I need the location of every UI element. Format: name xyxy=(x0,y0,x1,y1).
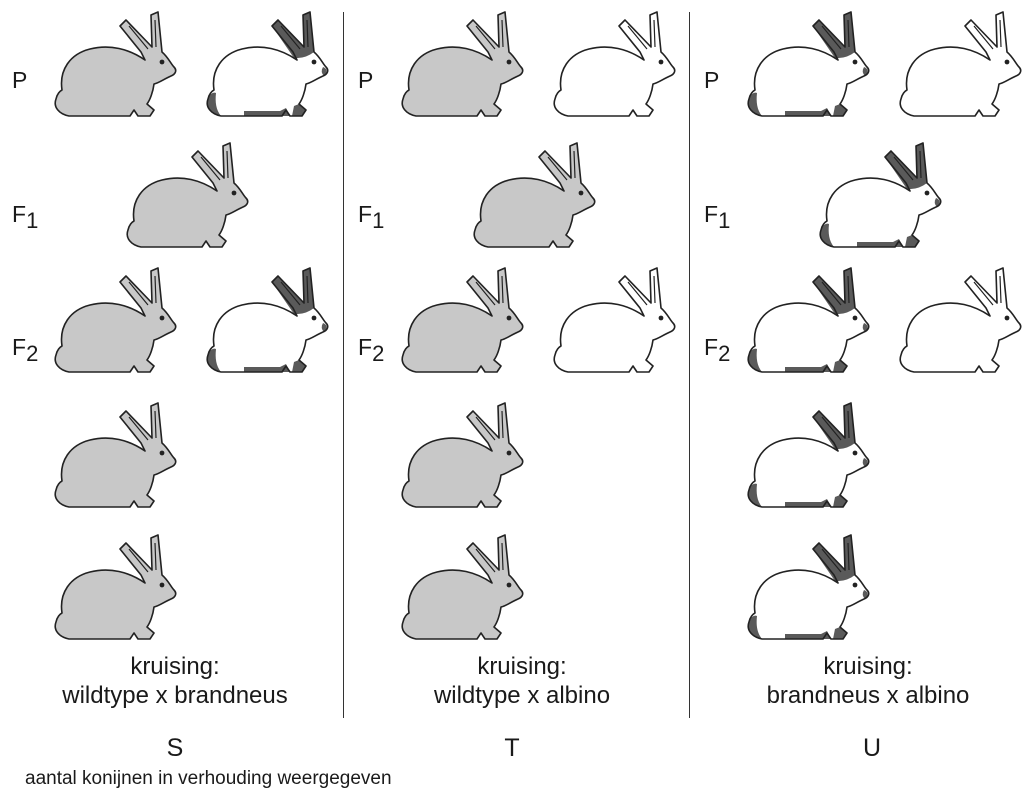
rabbit-f1-t xyxy=(474,143,594,247)
panel-letter-u: U xyxy=(842,734,902,763)
cross-caption-s: kruising: wildtype x brandneus xyxy=(5,652,345,710)
cross-caption-t: kruising: wildtype x albino xyxy=(352,652,692,710)
rabbit-f2d-u xyxy=(748,535,868,639)
rabbit-p2-u xyxy=(900,12,1020,116)
rabbit-p2-t xyxy=(554,12,674,116)
cross-label-u: kruising: xyxy=(698,652,1024,681)
rabbit-p1-s xyxy=(55,12,175,116)
cross-parents-s: wildtype x brandneus xyxy=(5,681,345,710)
panel-letter-t: T xyxy=(482,734,542,763)
cross-parents-t: wildtype x albino xyxy=(352,681,692,710)
rabbit-f2c-s xyxy=(55,403,175,507)
rabbit-p1-t xyxy=(402,12,522,116)
cross-label-t: kruising: xyxy=(352,652,692,681)
rabbit-f2b-s xyxy=(207,268,327,372)
rabbit-f2a-s xyxy=(55,268,175,372)
cross-caption-u: kruising: brandneus x albino xyxy=(698,652,1024,710)
rabbit-f1-s xyxy=(127,143,247,247)
rabbit-p2-s xyxy=(207,12,327,116)
cross-parents-u: brandneus x albino xyxy=(698,681,1024,710)
rabbit-f2d-s xyxy=(55,535,175,639)
rabbit-f2c-u xyxy=(748,403,868,507)
rabbit-f2a-t xyxy=(402,268,522,372)
rabbit-f2d-t xyxy=(402,535,522,639)
rabbit-f1-u xyxy=(820,143,940,247)
cross-label-s: kruising: xyxy=(5,652,345,681)
rabbit-f2a-u xyxy=(748,268,868,372)
footnote: aantal konijnen in verhouding weergegeve… xyxy=(25,768,392,790)
rabbit-f2b-t xyxy=(554,268,674,372)
rabbit-f2c-t xyxy=(402,403,522,507)
panel-letter-s: S xyxy=(145,734,205,763)
rabbit-p1-u xyxy=(748,12,868,116)
rabbit-f2b-u xyxy=(900,268,1020,372)
